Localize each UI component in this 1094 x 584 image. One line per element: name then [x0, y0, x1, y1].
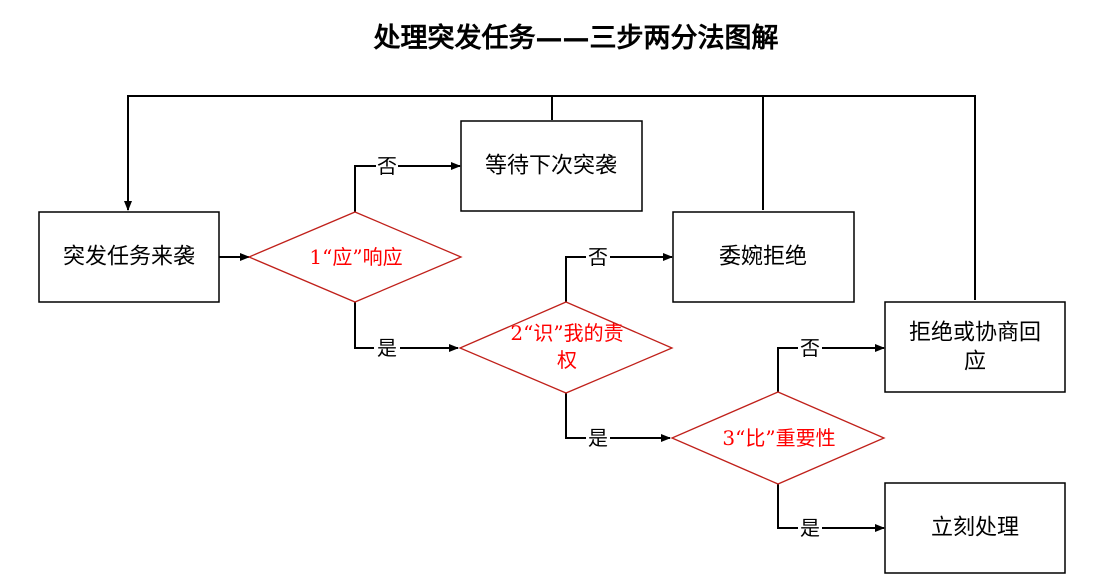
decision-respond: 1“应”响应: [247, 211, 463, 303]
edge-label-d1-no: 否: [377, 154, 397, 178]
decision-responsibility: 2“识”我的责 权: [458, 301, 674, 394]
decision-priority-diamond: [670, 391, 886, 485]
decision-responsibility-diamond: [458, 301, 674, 394]
decision-priority-label: 3“比”重要性: [722, 426, 835, 450]
edge-label-d2-yes: 是: [588, 426, 608, 450]
line-d1-yes: [354, 302, 374, 349]
edge-label-d3-yes: 是: [800, 516, 820, 540]
decision-responsibility-label-line1: 2“识”我的责: [510, 321, 623, 345]
node-wait-box: [460, 120, 643, 212]
decision-responsibility-label-line2: 权: [557, 348, 577, 372]
node-wait: 等待下次突袭: [460, 120, 643, 212]
edge-labels: 否 是 否 是 否 是: [377, 154, 820, 540]
line-d3-yes: [777, 484, 798, 529]
node-handle: 立刻处理: [884, 482, 1066, 574]
edge-label-d3-no: 否: [800, 336, 820, 360]
node-decline-box: [672, 211, 855, 303]
node-decline: 委婉拒绝: [672, 211, 855, 303]
edge-label-d1-yes: 是: [377, 336, 397, 360]
decision-priority: 3“比”重要性: [670, 391, 886, 485]
line-d2-no: [565, 256, 586, 302]
line-d1-no: [354, 165, 376, 212]
node-handle-box: [884, 482, 1066, 574]
feedback-arrow-to-start: [124, 95, 976, 211]
line-d3-no: [777, 347, 798, 392]
node-start-box: [38, 211, 220, 303]
decision-respond-diamond: [247, 211, 463, 303]
node-wait-label: 等待下次突袭: [485, 154, 617, 179]
diagram-title: 处理突发任务——三步两分法图解: [373, 22, 779, 54]
node-negotiate-label-line2: 应: [964, 350, 986, 375]
node-negotiate-label-line1: 拒绝或协商回: [909, 321, 1041, 346]
node-decline-label: 委婉拒绝: [719, 245, 807, 270]
node-start-label: 突发任务来袭: [63, 245, 195, 270]
connectors: [124, 95, 976, 532]
node-start: 突发任务来袭: [38, 211, 220, 303]
edge-label-d2-no: 否: [588, 245, 608, 269]
line-d2-yes: [565, 393, 586, 439]
decision-respond-label: 1“应”响应: [309, 245, 402, 269]
node-handle-label: 立刻处理: [931, 516, 1019, 541]
node-negotiate-box: [884, 301, 1066, 393]
node-negotiate: 拒绝或协商回 应: [884, 301, 1066, 393]
